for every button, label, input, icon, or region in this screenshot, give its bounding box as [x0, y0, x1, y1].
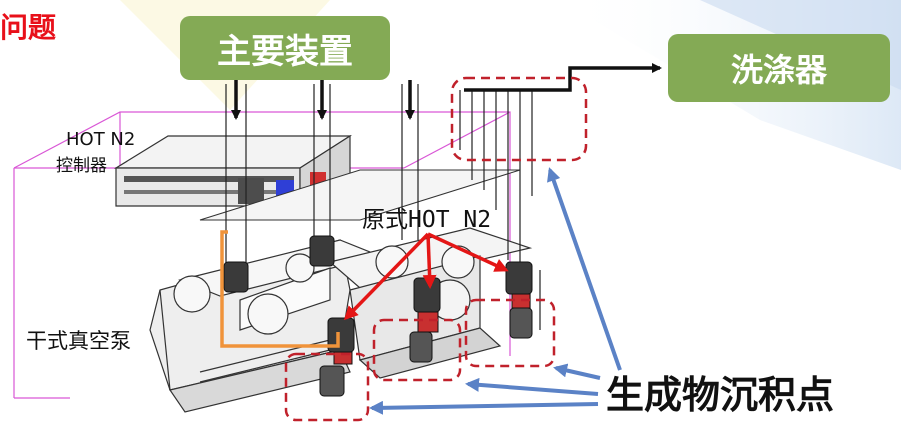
scrubber-box-shape [668, 34, 890, 102]
hot-n2-controller [113, 134, 353, 208]
controller-label-line2: 控制器 [56, 156, 107, 176]
deposit-point-label: 生成物沉积点 [606, 373, 835, 417]
down-arrow-icon [231, 80, 415, 120]
dry-pump-label: 干式真空泵 [26, 329, 131, 353]
red-arrow-icon [343, 232, 509, 321]
main-equipment-box-shape [180, 16, 390, 80]
blue-arrow-icon [369, 167, 622, 415]
page-title: 问题 [0, 11, 57, 44]
original-hot-n2-label: 原式HOT N2 [362, 207, 492, 233]
right-arrow-icon [464, 63, 662, 92]
controller-label-line1: HOT N2 [66, 129, 136, 150]
main-equipment-box: 主要装置 [217, 31, 353, 72]
hot-n2-fittings [223, 235, 533, 397]
deposit-highlight-regions [284, 76, 588, 422]
hot-n2-heater-line [220, 230, 340, 348]
scrubber-box: 洗涤器 [730, 51, 827, 89]
